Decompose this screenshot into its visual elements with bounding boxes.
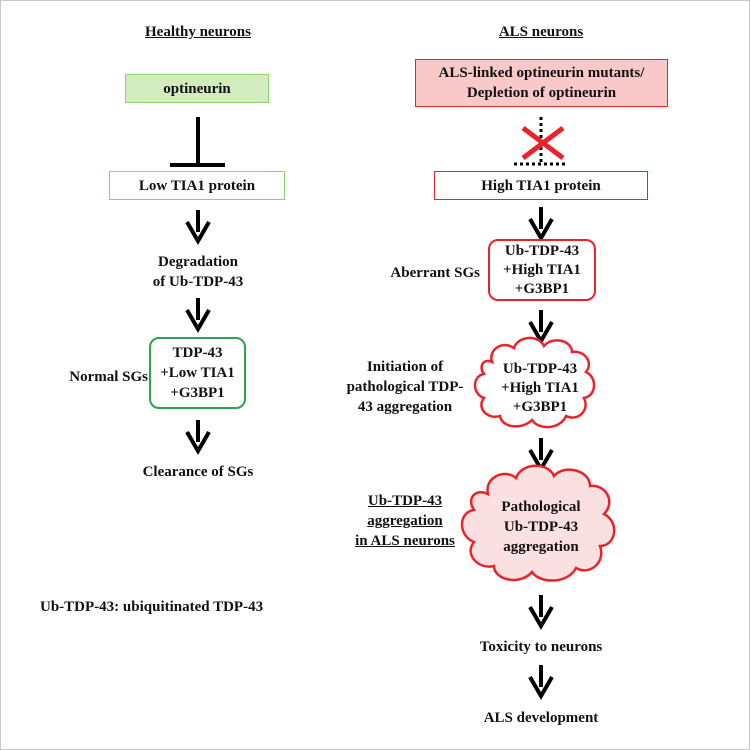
aberrant-line2: +High TIA1 bbox=[503, 261, 581, 278]
high-tia1-box: High TIA1 protein bbox=[434, 171, 648, 200]
agg-label-line2: aggregation bbox=[367, 513, 443, 529]
cloud1-line3: +G3BP1 bbox=[512, 399, 568, 415]
initiation-line1: Initiation of bbox=[366, 359, 444, 375]
initiation-text: Initiation of pathological TDP- 43 aggre… bbox=[335, 357, 475, 417]
arrow-down-icon bbox=[185, 298, 211, 333]
initiation-line2: pathological TDP- bbox=[346, 379, 464, 395]
arrow-down-icon bbox=[528, 207, 554, 242]
agg-label-line3: in ALS neurons bbox=[355, 533, 455, 549]
cloud-initiation-text: Ub-TDP-43 +High TIA1 +G3BP1 bbox=[480, 360, 600, 417]
mutants-line2: Depletion of optineurin bbox=[466, 85, 617, 101]
als-development-text: ALS development bbox=[483, 710, 599, 726]
cloud1-line1: Ub-TDP-43 bbox=[502, 361, 578, 377]
arrow-down-icon bbox=[528, 595, 554, 630]
red-cross-icon bbox=[521, 126, 565, 160]
mutants-line1: ALS-linked optineurin mutants/ bbox=[438, 65, 645, 81]
agg-label-line1: Ub-TDP-43 bbox=[367, 493, 443, 509]
aberrant-sg-box: Ub-TDP-43 +High TIA1 +G3BP1 bbox=[488, 239, 596, 301]
blocked-inhibition-icon bbox=[514, 117, 568, 166]
cloud1-line2: +High TIA1 bbox=[501, 380, 579, 396]
arrow-down-icon bbox=[528, 310, 554, 345]
inhibition-bar-icon bbox=[170, 117, 225, 167]
arrow-down-icon bbox=[528, 438, 554, 473]
low-tia1-box: Low TIA1 protein bbox=[109, 171, 285, 200]
als-mutants-box: ALS-linked optineurin mutants/ Depletion… bbox=[415, 59, 668, 107]
optineurin-box: optineurin bbox=[125, 74, 269, 103]
degradation-line1: Degradation bbox=[158, 254, 238, 270]
optineurin-label: optineurin bbox=[163, 80, 231, 97]
degradation-text: Degradation of Ub-TDP-43 bbox=[98, 252, 298, 292]
normal-sgs-label: Normal SGs bbox=[69, 369, 148, 385]
sg-line3: +G3BP1 bbox=[170, 385, 225, 401]
als-title: ALS neurons bbox=[498, 24, 584, 40]
high-tia1-label: High TIA1 protein bbox=[481, 177, 601, 194]
initiation-line3: 43 aggregation bbox=[357, 399, 453, 415]
aberrant-sgs-label: Aberrant SGs bbox=[390, 265, 480, 281]
normal-sg-box: TDP-43 +Low TIA1 +G3BP1 bbox=[149, 337, 246, 409]
aberrant-line1: Ub-TDP-43 bbox=[504, 242, 580, 259]
cloud2-line1: Pathological bbox=[501, 499, 581, 515]
footnote: Ub-TDP-43: ubiquitinated TDP-43 bbox=[40, 599, 264, 615]
cloud-pathological-shape bbox=[460, 464, 616, 582]
cloud-initiation-shape bbox=[473, 336, 596, 429]
aggregation-label: Ub-TDP-43 aggregation in ALS neurons bbox=[345, 491, 465, 551]
toxicity-text: Toxicity to neurons bbox=[479, 639, 603, 655]
sg-line2: +Low TIA1 bbox=[160, 365, 235, 381]
low-tia1-label: Low TIA1 protein bbox=[138, 177, 256, 194]
cloud2-line3: aggregation bbox=[503, 539, 579, 555]
sg-line1: TDP-43 bbox=[172, 345, 223, 361]
arrow-down-icon bbox=[185, 420, 211, 455]
arrow-down-icon bbox=[528, 665, 554, 700]
clearance-text: Clearance of SGs bbox=[142, 464, 254, 480]
healthy-title: Healthy neurons bbox=[145, 24, 251, 40]
arrow-down-icon bbox=[185, 210, 211, 245]
aberrant-line3: +G3BP1 bbox=[514, 280, 570, 297]
degradation-line2: of Ub-TDP-43 bbox=[152, 274, 244, 290]
cloud-pathological-text: Pathological Ub-TDP-43 aggregation bbox=[478, 497, 604, 557]
cloud2-line2: Ub-TDP-43 bbox=[503, 519, 579, 535]
